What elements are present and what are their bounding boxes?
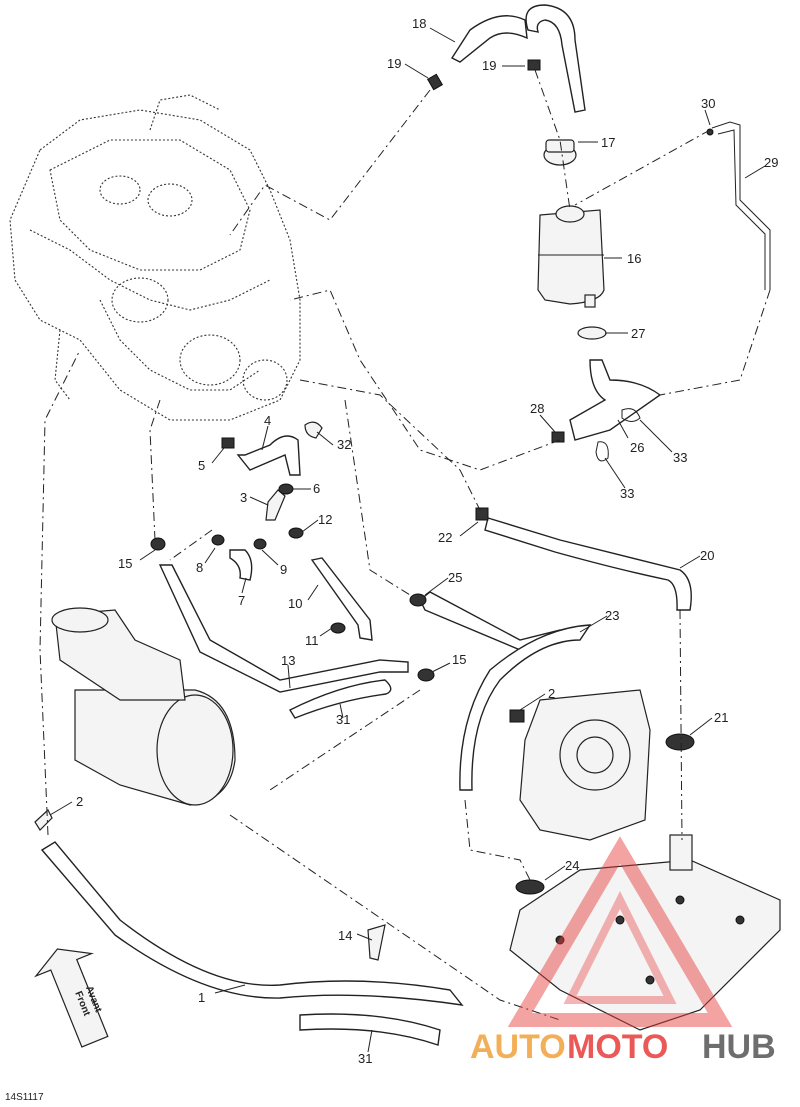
watermark-hub: HUB (702, 1028, 776, 1066)
clamp-22 (475, 507, 489, 521)
callout-26: 26 (630, 440, 644, 455)
clamp-5 (221, 437, 235, 449)
hose-13 (158, 564, 409, 693)
hose-10 (310, 557, 373, 641)
hose-1 (40, 841, 464, 1006)
clamp-9 (253, 538, 267, 550)
callout-10: 10 (288, 596, 302, 611)
sleeve-31-upper (288, 679, 392, 719)
clamp-15-right (417, 668, 435, 682)
exhaust-assembly (51, 607, 236, 806)
clamp-2-mid (509, 709, 525, 723)
callout-33-upper: 33 (673, 450, 687, 465)
callout-23: 23 (605, 608, 619, 623)
callout-33-lower: 33 (620, 486, 634, 501)
callout-labels: 1 2 2 3 4 5 6 7 8 9 10 11 12 13 14 15 15… (76, 16, 778, 1066)
heat-exchanger-plate (509, 834, 781, 1031)
callout-21: 21 (714, 710, 728, 725)
callout-9: 9 (280, 562, 287, 577)
callout-7: 7 (238, 593, 245, 608)
callout-5: 5 (198, 458, 205, 473)
callout-13: 13 (281, 653, 295, 668)
callout-11: 11 (305, 633, 319, 648)
callout-2-mid: 2 (548, 686, 555, 701)
callout-6: 6 (313, 481, 320, 496)
hose-20 (484, 517, 692, 611)
callout-18: 18 (412, 16, 426, 31)
clamp-21 (665, 733, 695, 751)
callout-30: 30 (701, 96, 715, 111)
pump-housing (519, 689, 651, 841)
callout-4: 4 (264, 413, 271, 428)
clamp-25 (409, 593, 427, 607)
callout-22: 22 (438, 530, 452, 545)
coolant-reservoir (537, 205, 605, 308)
callout-28: 28 (530, 401, 544, 416)
clamp-8 (211, 534, 225, 546)
callout-1: 1 (198, 990, 205, 1005)
reservoir-cap (543, 139, 577, 166)
callout-16: 16 (627, 251, 641, 266)
clamp-15-left (150, 537, 166, 551)
fitting-3 (265, 489, 286, 521)
hose-4 (236, 435, 301, 476)
figure-id: 14S1117 (5, 1092, 44, 1103)
front-arrow: Front Avant (34, 948, 109, 1048)
hose-reservoir-return (525, 4, 586, 113)
callout-3: 3 (240, 490, 247, 505)
watermark-moto: MOTO (567, 1028, 668, 1066)
callout-17: 17 (601, 135, 615, 150)
clamp-24 (515, 879, 545, 895)
clamp-28 (551, 431, 565, 443)
clamp-19-left (426, 73, 444, 91)
sleeve-31-lower (299, 1013, 441, 1046)
watermark-logo: AUTO MOTO HUB (470, 836, 776, 1066)
callout-31-upper: 31 (336, 712, 350, 727)
leader-lines (49, 27, 766, 1053)
callout-8: 8 (196, 560, 203, 575)
watermark-auto: AUTO (470, 1028, 566, 1066)
callout-29: 29 (764, 155, 778, 170)
hose-26 (569, 359, 662, 441)
callout-32: 32 (337, 437, 351, 452)
callout-25: 25 (448, 570, 462, 585)
callout-24: 24 (565, 858, 579, 873)
overflow-hose-29 (706, 121, 771, 290)
clip-33-lower (595, 441, 609, 462)
plug-32 (304, 421, 323, 439)
callout-19-right: 19 (482, 58, 496, 73)
plug-2-lower (34, 809, 53, 831)
callout-15-left: 15 (118, 556, 132, 571)
connection-lines (39, 69, 771, 1021)
clip-33-upper (621, 408, 641, 422)
clamp-11 (330, 622, 346, 634)
callout-20: 20 (700, 548, 714, 563)
clamp-6 (278, 483, 294, 495)
clip-14 (367, 924, 386, 961)
callout-31-lower: 31 (358, 1051, 372, 1066)
callout-27: 27 (631, 326, 645, 341)
callout-14: 14 (338, 928, 352, 943)
callout-19-left: 19 (387, 56, 401, 71)
hose-7 (229, 549, 253, 581)
callout-12: 12 (318, 512, 332, 527)
engine-block (9, 94, 301, 421)
hose-18 (450, 15, 528, 63)
clamp-19-right (527, 59, 541, 71)
callout-15-right: 15 (452, 652, 466, 667)
clamp-27 (577, 326, 607, 340)
clamp-12 (288, 527, 304, 539)
callout-2-lower: 2 (76, 794, 83, 809)
hose-23 (459, 624, 592, 791)
